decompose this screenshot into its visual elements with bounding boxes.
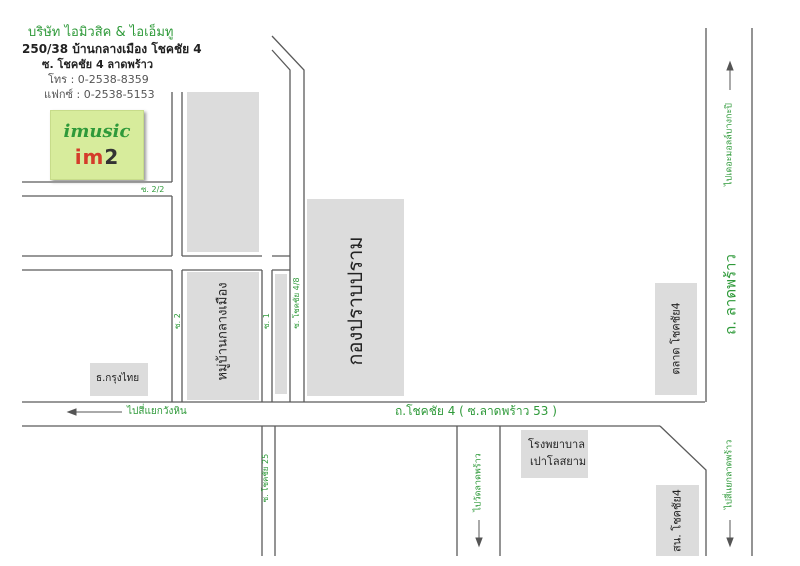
soi1-block bbox=[275, 274, 287, 394]
soi-2-2-label: ซ. 2/2 bbox=[141, 185, 165, 194]
to-expressway-label: ไปเดอะมอลล์บางกะปิ bbox=[724, 103, 735, 186]
soi-4-8-label: ซ. โชคชัย 4/8 bbox=[292, 277, 301, 329]
to-wat-ladprao-label: ไปวัดลาดพร้าว bbox=[473, 453, 484, 512]
police-label: กองปราบปราม bbox=[343, 236, 367, 366]
ladprao-road-label: ถ. ลาดพร้าว bbox=[721, 254, 740, 335]
to-ladprao-intersection-label: ไปสี่แยกลาดพร้าว bbox=[724, 439, 735, 510]
logo-top-text: imusic bbox=[63, 121, 131, 142]
soi-25-label: ซ. โชคชัย 25 bbox=[261, 453, 270, 503]
company-phone: โทร : 0-2538-8359 bbox=[48, 73, 149, 86]
village-block bbox=[187, 92, 259, 252]
bank-label: ธ.กรุงไทย bbox=[96, 373, 140, 384]
bank-block bbox=[90, 363, 148, 396]
main-road-label: ถ.โชคชัย 4 ( ซ.ลาดพร้าว 53 ) bbox=[395, 404, 557, 418]
market-block bbox=[655, 283, 697, 395]
police-station-block bbox=[656, 485, 699, 556]
soi-1-label: ซ. 1 bbox=[262, 313, 271, 329]
hospital-label-1: โรงพยาบาล bbox=[528, 438, 585, 451]
to-wanghin-label: ไปสี่แยกวังหิน bbox=[127, 406, 187, 417]
logo-bottom-text: im2 bbox=[74, 145, 120, 169]
village-block-lower bbox=[187, 272, 259, 400]
company-address-1: 250/38 บ้านกลางเมือง โชคชัย 4 bbox=[22, 42, 202, 56]
hospital-block bbox=[521, 430, 588, 478]
hospital-label-2: เปาโลสยาม bbox=[530, 455, 587, 468]
village-label: หมู่บ้านกลางเมือง bbox=[215, 282, 231, 381]
company-name: บริษัท ไอมิวสิค & ไอเอ็มทู bbox=[28, 25, 174, 40]
soi-2-label: ซ. 2 bbox=[173, 313, 182, 329]
company-fax: แฟกซ์ : 0-2538-5153 bbox=[44, 88, 155, 101]
police-station-label: สน. โชคชัย4 bbox=[670, 489, 684, 552]
market-label: ตลาด โชคชัย4 bbox=[669, 302, 683, 375]
police-block bbox=[307, 199, 404, 396]
imusic-logo: imusic im2 bbox=[50, 110, 144, 180]
company-address-2: ซ. โชคชัย 4 ลาดพร้าว bbox=[42, 58, 154, 71]
